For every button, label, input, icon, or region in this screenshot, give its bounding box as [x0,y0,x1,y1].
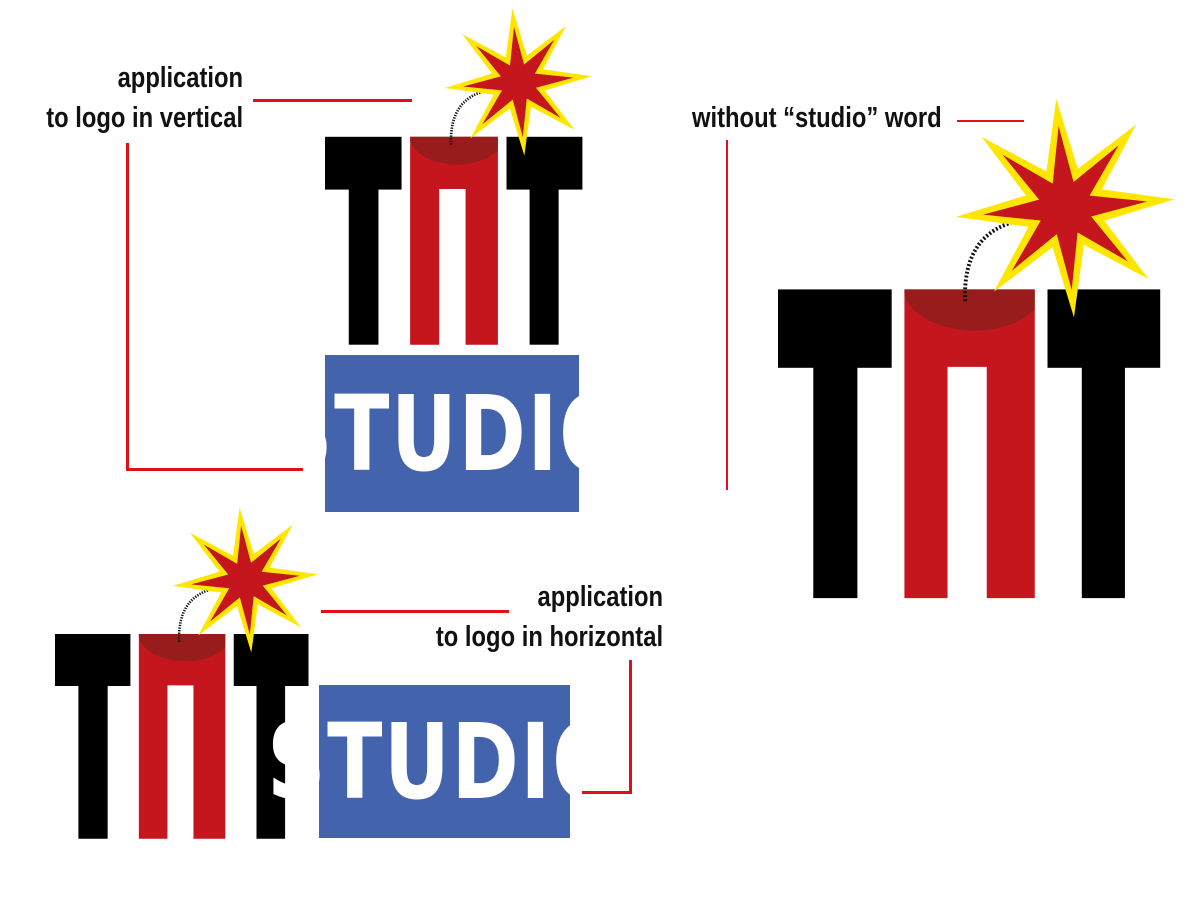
leader-line [321,610,509,613]
studio-box-vertical: STUDIO [274,355,628,512]
annotation-line-2: to logo in horizontal [435,621,663,653]
annotation-line-1: application [117,62,243,94]
leader-line [582,791,632,794]
annotation-without-studio: without “studio” word [692,102,942,134]
studio-wordmark: STUDIO [266,700,623,823]
studio-box-horizontal: STUDIO [267,685,621,838]
leader-line [253,99,412,102]
leader-line [126,143,129,471]
annotation-horizontal: application to logo in horizontal [436,577,663,657]
studio-wordmark: STUDIO [274,372,630,495]
annotation-line-2: to logo in vertical [46,102,243,134]
logo-large-tnt [778,99,1175,598]
logo-vertical-tnt [325,8,592,344]
leader-line [726,140,728,490]
annotation-vertical: application to logo in vertical [46,58,243,138]
leader-line [957,120,1024,122]
annotation-line-1: application [537,581,663,613]
leader-line [126,468,303,471]
leader-line [629,660,632,794]
